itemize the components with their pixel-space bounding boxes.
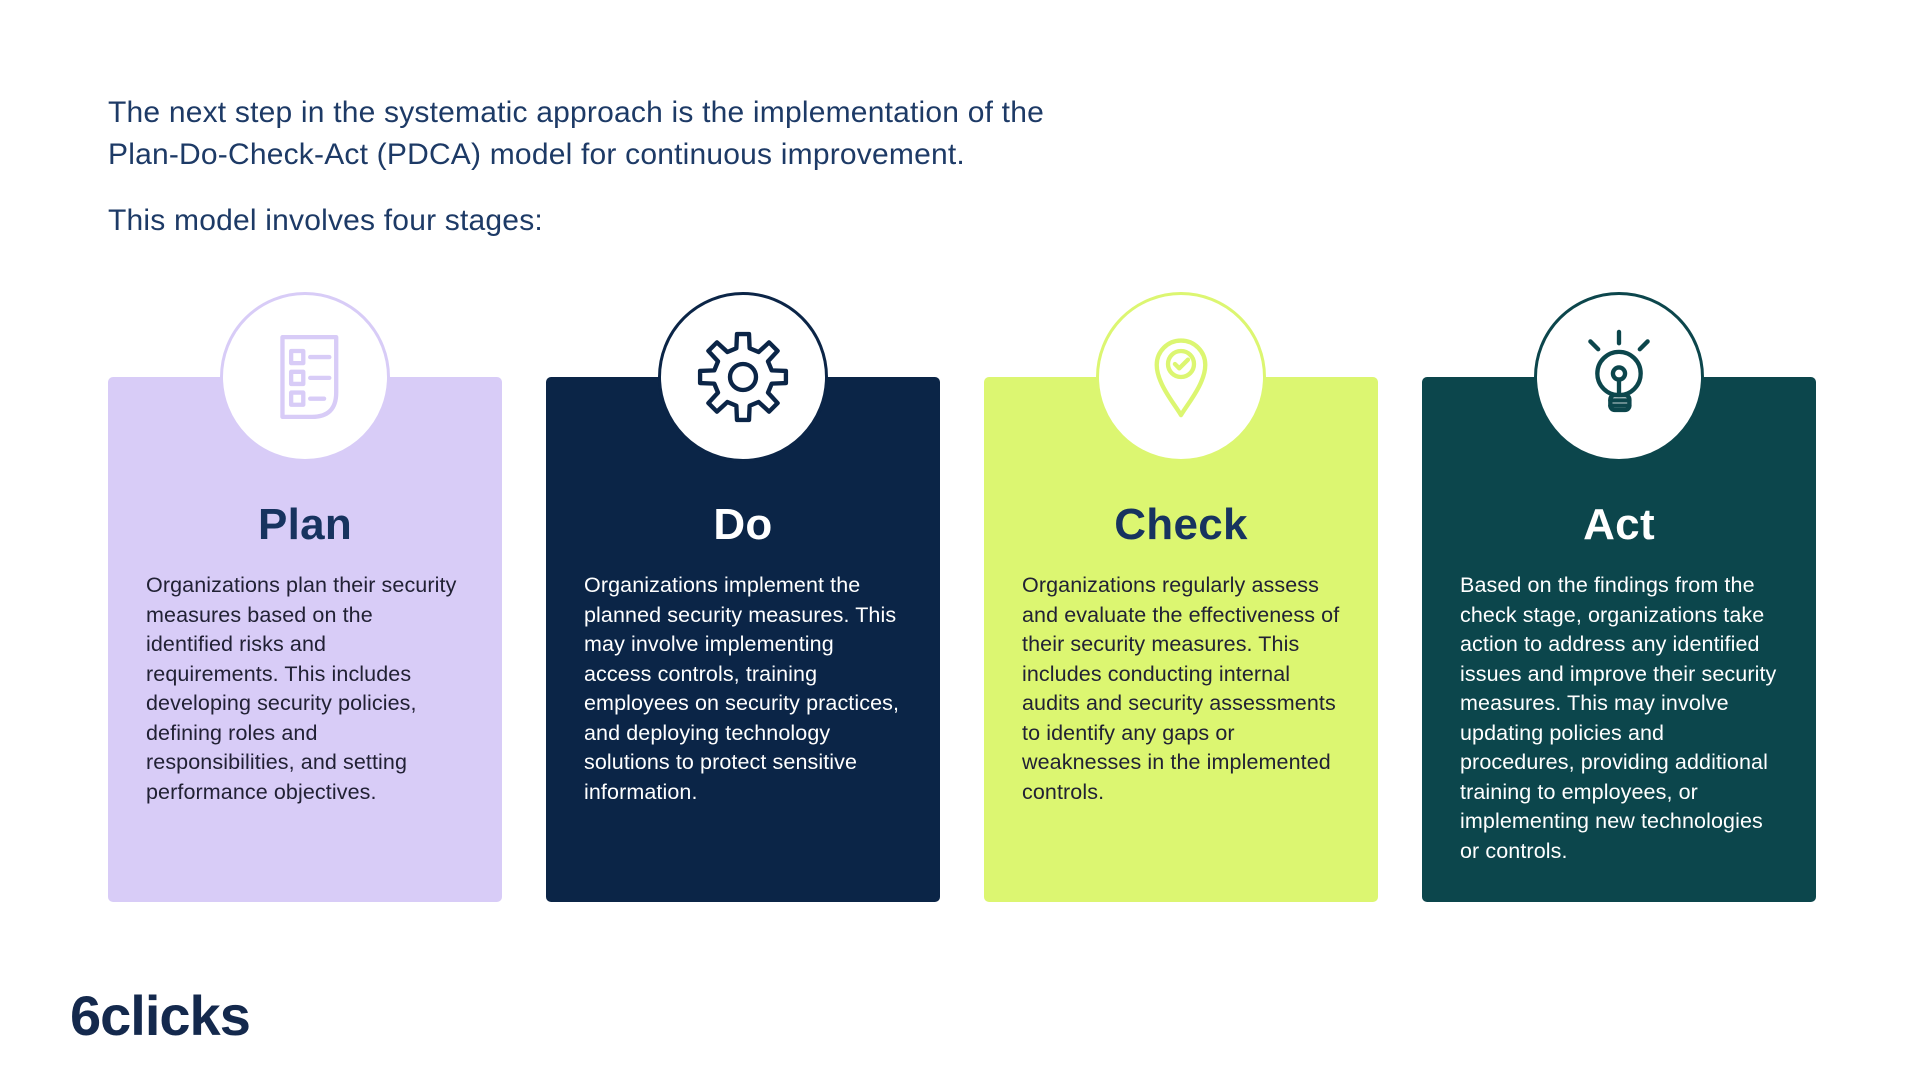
stage-card-do: Do Organizations implement the planned s…	[546, 292, 940, 902]
stage-card-plan: Plan Organizations plan their security m…	[108, 292, 502, 902]
intro-line-1: The next step in the systematic approach…	[108, 96, 1044, 129]
stage-description-check: Organizations regularly assess and evalu…	[1022, 573, 1340, 804]
stage-card-check: Check Organizations regularly assess and…	[984, 292, 1378, 902]
stage-title-check: Check	[1114, 500, 1248, 549]
gear-icon	[697, 331, 789, 423]
do-icon-circle	[658, 292, 828, 462]
header: The next step in the systematic approach…	[108, 92, 1044, 242]
stage-card-act: Act Based on the findings from the check…	[1422, 292, 1816, 902]
stage-cards: Plan Organizations plan their security m…	[108, 292, 1816, 902]
location-pin-check-icon	[1154, 338, 1208, 418]
stage-title-plan: Plan	[257, 500, 353, 549]
stage-description-do: Organizations implement the planned secu…	[584, 573, 900, 804]
6clicks-logo: 6clicks	[70, 984, 251, 1047]
stage-title-do: Do	[713, 500, 773, 549]
intro-text: The next step in the systematic approach…	[108, 92, 1044, 176]
intro-line-2: Plan-Do-Check-Act (PDCA) model for conti…	[108, 138, 965, 171]
act-icon-circle	[1534, 292, 1704, 462]
stage-title-act: Act	[1583, 500, 1655, 549]
stage-description-act: Based on the findings from the check sta…	[1460, 573, 1777, 863]
stage-description-plan: Organizations plan their security measur…	[146, 573, 457, 804]
lightbulb-icon	[1588, 329, 1650, 413]
checklist-icon	[280, 334, 339, 420]
stages-subtitle: This model involves four stages:	[108, 204, 543, 237]
check-icon-circle	[1096, 292, 1266, 462]
plan-icon-circle	[220, 292, 390, 462]
